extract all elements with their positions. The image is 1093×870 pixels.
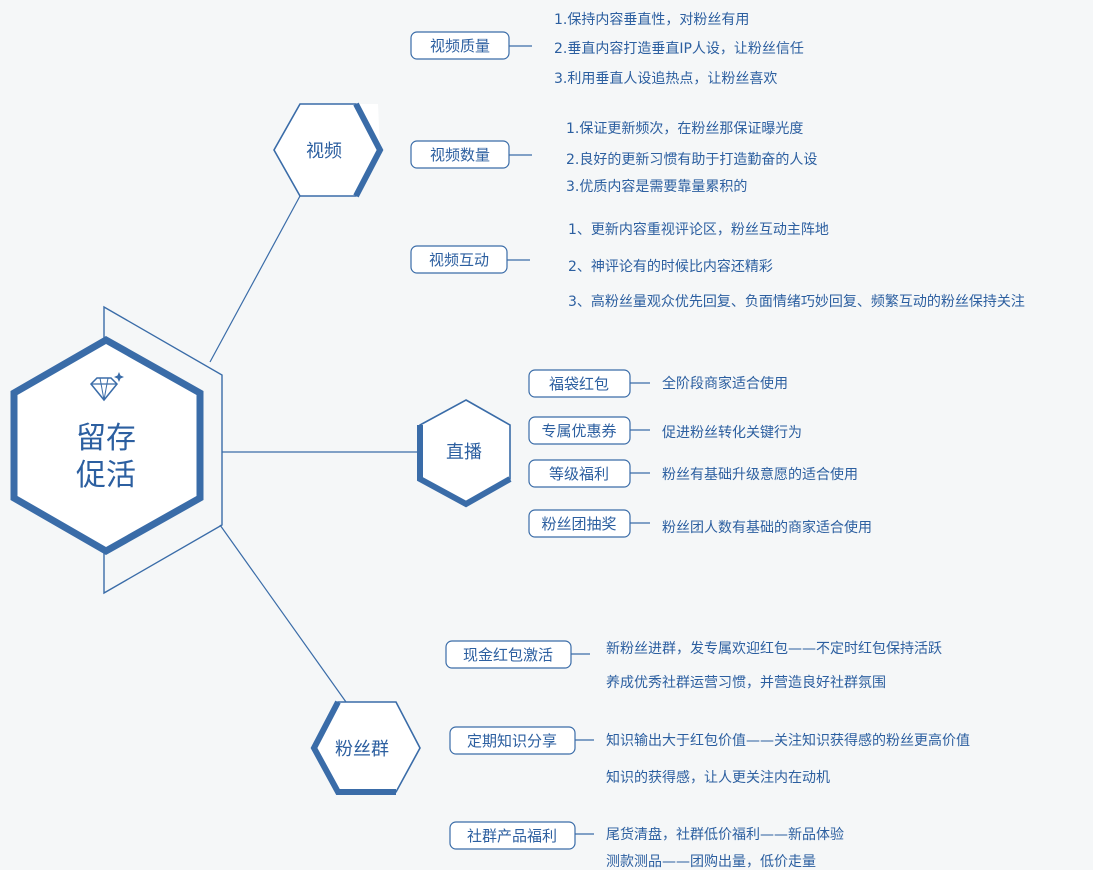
leaf-item: 知识的获得感，让人更关注内在动机 [606, 769, 830, 786]
leaf-item: 3、高粉丝量观众优先回复、负面情绪巧妙回复、频繁互动的粉丝保持关注 [568, 293, 1025, 310]
group-label: 社群产品福利 [467, 827, 557, 845]
leaf-item: 粉丝有基础升级意愿的适合使用 [662, 466, 858, 483]
group-label: 视频数量 [430, 146, 490, 164]
leaf-item: 尾货清盘，社群低价福利——新品体验 [606, 826, 844, 843]
group-label: 视频互动 [429, 251, 489, 269]
diamond-icon [89, 372, 124, 402]
leaf-item: 1.保证更新频次，在粉丝那保证曝光度 [566, 121, 803, 137]
leaf-item: 知识输出大于红包价值——关注知识获得感的粉丝更高价值 [606, 732, 970, 749]
group-fans-knowledge: 定期知识分享 知识输出大于红包价值——关注知识获得感的粉丝更高价值 知识的获得感… [449, 726, 970, 786]
group-label: 粉丝团抽奖 [541, 515, 616, 533]
group-label: 等级福利 [549, 465, 609, 483]
leaf-item: 1.保持内容垂直性，对粉丝有用 [554, 11, 749, 28]
group-label: 定期知识分享 [467, 732, 557, 750]
leaf-item: 粉丝团人数有基础的商家适合使用 [662, 519, 872, 536]
leaf-item: 3.利用垂直人设追热点，让粉丝喜欢 [554, 70, 777, 87]
group-label: 视频质量 [430, 37, 490, 55]
group-video-quality: 视频质量 1.保持内容垂直性，对粉丝有用 2.垂直内容打造垂直IP人设，让粉丝信… [410, 11, 804, 87]
group-fans-product: 社群产品福利 尾货清盘，社群低价福利——新品体验 测款测品——团购出量，低价走量 [449, 821, 844, 870]
category-node-fans: 粉丝群 [310, 700, 421, 795]
group-label: 福袋红包 [549, 375, 609, 393]
leaf-item: 新粉丝进群，发专属欢迎红包——不定时红包保持活跃 [606, 641, 942, 657]
group-live-level: 等级福利 粉丝有基础升级意愿的适合使用 [528, 459, 858, 488]
group-video-interaction: 视频互动 1、更新内容重视评论区，粉丝互动主阵地 2、神评论有的时候比内容还精彩… [410, 221, 1025, 310]
category-node-video: 视频 [273, 102, 384, 198]
leaf-item: 1、更新内容重视评论区，粉丝互动主阵地 [568, 221, 829, 238]
connector-fans [219, 524, 347, 703]
center-title-line1: 留存 [76, 421, 136, 456]
group-label: 专属优惠券 [541, 422, 616, 440]
group-label: 现金红包激活 [463, 646, 553, 664]
leaf-item: 2、神评论有的时候比内容还精彩 [568, 258, 773, 275]
leaf-item: 测款测品——团购出量，低价走量 [606, 854, 816, 870]
leaf-item: 全阶段商家适合使用 [662, 375, 788, 392]
leaf-item: 养成优秀社群运营习惯，并营造良好社群氛围 [606, 674, 886, 691]
group-video-quantity: 视频数量 1.保证更新频次，在粉丝那保证曝光度 2.良好的更新习惯有助于打造勤奋… [410, 121, 817, 195]
group-fans-cash: 现金红包激活 新粉丝进群，发专属欢迎红包——不定时红包保持活跃 养成优秀社群运营… [445, 640, 942, 691]
center-node: 留存 促活 [10, 335, 204, 556]
leaf-item: 2.良好的更新习惯有助于打造勤奋的人设 [566, 151, 817, 168]
group-live-lottery: 粉丝团抽奖 粉丝团人数有基础的商家适合使用 [528, 509, 872, 538]
category-node-live: 直播 [417, 399, 512, 508]
category-label-video: 视频 [306, 141, 342, 162]
group-live-luckybag: 福袋红包 全阶段商家适合使用 [528, 369, 788, 398]
center-title-line2: 促活 [76, 458, 136, 493]
leaf-item: 2.垂直内容打造垂直IP人设，让粉丝信任 [554, 40, 804, 57]
category-label-fans: 粉丝群 [335, 739, 389, 760]
category-label-live: 直播 [446, 442, 482, 463]
connector-video [209, 195, 301, 363]
leaf-item: 3.优质内容是需要靠量累积的 [566, 178, 747, 195]
group-live-coupon: 专属优惠券 促进粉丝转化关键行为 [528, 416, 802, 445]
leaf-item: 促进粉丝转化关键行为 [662, 425, 802, 441]
